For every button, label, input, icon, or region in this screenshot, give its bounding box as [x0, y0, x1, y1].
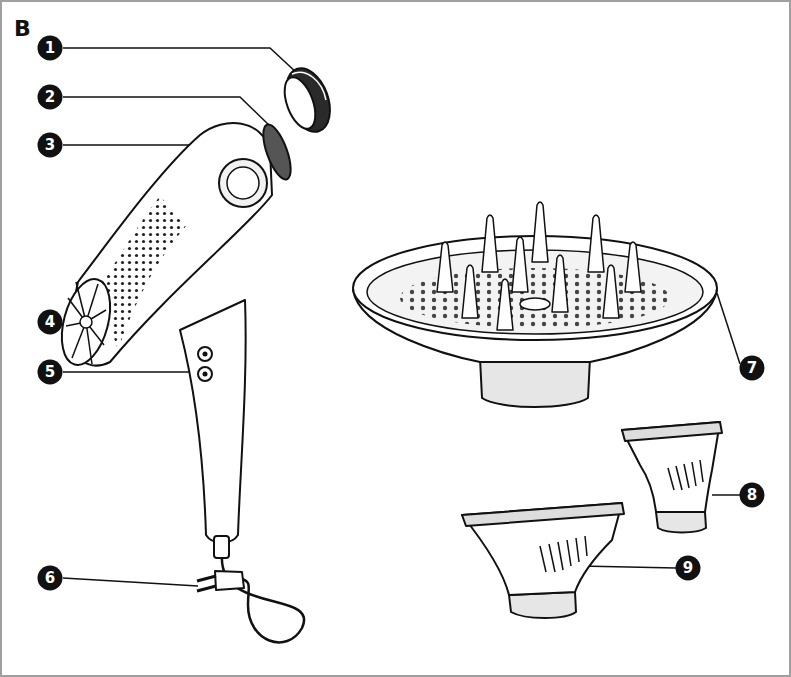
- leader-line: [63, 578, 198, 586]
- diffuser-neck: [480, 358, 590, 407]
- callout-text: 3: [37, 132, 63, 158]
- callout-text: 7: [739, 355, 765, 381]
- callout-number: 7: [739, 355, 765, 381]
- leader-line: [580, 566, 676, 568]
- figure-letter: B: [14, 16, 31, 41]
- leader-lines: [63, 48, 740, 586]
- magnetic-ring: [278, 62, 338, 138]
- callout-number: 9: [675, 555, 701, 581]
- callout-disc: [676, 556, 701, 581]
- callout-number: 5: [37, 359, 63, 385]
- callout-text: 9: [675, 555, 701, 581]
- plug-pin: [197, 586, 216, 591]
- switch-button: [198, 367, 212, 381]
- callout-text: 6: [37, 565, 63, 591]
- handle: [180, 300, 246, 543]
- callout-disc: [740, 483, 765, 508]
- leader-line: [712, 494, 740, 496]
- leader-line: [717, 293, 740, 364]
- control-ring: [219, 159, 267, 207]
- small-nozzle: [622, 422, 722, 533]
- callout-text: 1: [37, 35, 63, 61]
- diffuser: [353, 202, 717, 407]
- callout-disc: [38, 360, 63, 385]
- callout-text: 2: [37, 84, 63, 110]
- callout-text: 5: [37, 359, 63, 385]
- callout-number: 4: [37, 309, 63, 335]
- collar: [258, 121, 297, 182]
- callout-disc: [38, 85, 63, 110]
- plug-body: [215, 571, 244, 590]
- callout-disc: [38, 310, 63, 335]
- dot-pattern: [98, 196, 186, 350]
- callout-number: 3: [37, 132, 63, 158]
- large-nozzle: [462, 503, 624, 618]
- callout-number: 1: [37, 35, 63, 61]
- callout-disc: [740, 356, 765, 381]
- air-intake: [53, 274, 118, 370]
- intake-spokes: [66, 282, 106, 364]
- callout-disc: [38, 133, 63, 158]
- strain-relief: [214, 536, 229, 558]
- diffuser-fingers: [437, 202, 641, 330]
- callout-number: 8: [739, 482, 765, 508]
- callout-disc: [38, 36, 63, 61]
- callout-text: 8: [739, 482, 765, 508]
- leader-line: [63, 48, 298, 74]
- hair-dryer: [53, 121, 304, 642]
- callout-number: 6: [37, 565, 63, 591]
- power-cord: [222, 555, 304, 642]
- callout-disc: [38, 566, 63, 591]
- plug-pin: [197, 576, 216, 581]
- callout-text: 4: [37, 309, 63, 335]
- callout-number: 2: [37, 84, 63, 110]
- switch-button: [198, 347, 212, 361]
- control-button: [227, 167, 259, 199]
